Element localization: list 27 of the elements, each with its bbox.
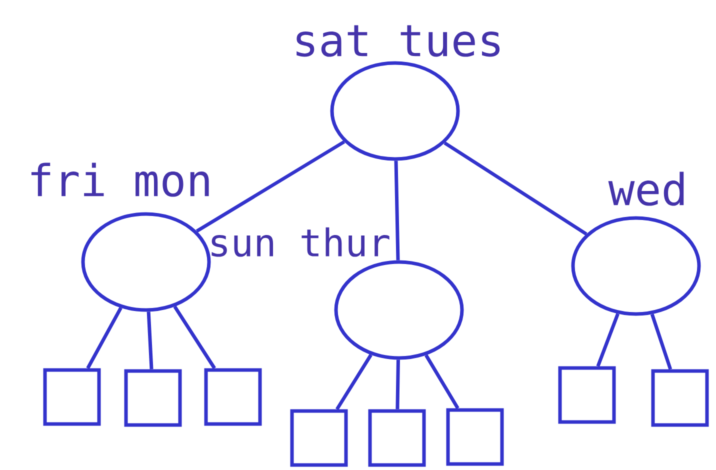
connector-line xyxy=(335,354,372,410)
node-label: sat tues xyxy=(296,25,500,57)
connector-line xyxy=(146,312,154,370)
tree-node: wed xyxy=(571,172,701,316)
node-label: fri mon xyxy=(31,162,209,197)
leaf-box xyxy=(204,368,262,426)
connector-line xyxy=(86,307,122,370)
connector-line xyxy=(444,141,588,236)
leaf-box xyxy=(290,409,348,467)
leaf-box xyxy=(558,366,616,424)
tree-node: sun thur xyxy=(212,227,464,360)
connector-line xyxy=(596,313,620,367)
connector-line xyxy=(424,354,460,410)
leaf-box xyxy=(446,408,504,466)
connector-line xyxy=(196,140,346,233)
connector-line xyxy=(394,160,400,260)
tree-node: fri mon xyxy=(31,162,211,312)
connector-line xyxy=(650,314,672,370)
leaf-box xyxy=(124,369,182,427)
connector-line xyxy=(173,306,216,370)
node-label: sun thur xyxy=(212,227,390,257)
tree-node: sat tues xyxy=(296,25,500,161)
node-label: wed xyxy=(608,172,684,206)
leaf-box xyxy=(43,368,101,426)
connector-line xyxy=(396,360,400,410)
leaf-box xyxy=(651,369,709,427)
leaf-box xyxy=(368,409,426,467)
